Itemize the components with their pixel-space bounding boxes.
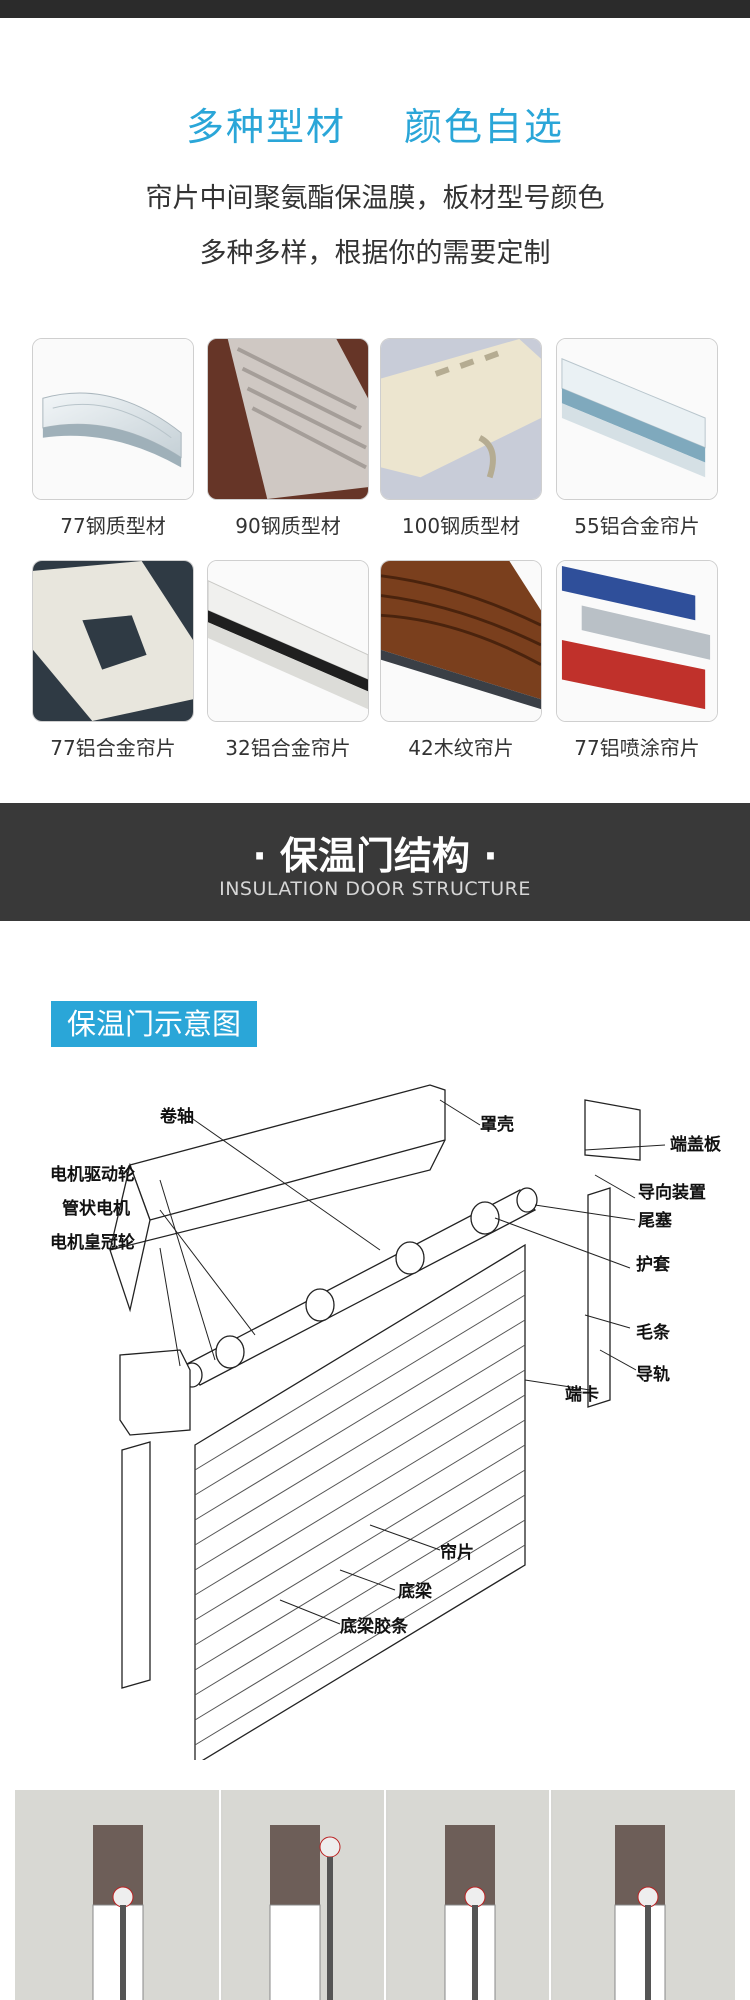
part-weisai: 尾塞: [638, 1210, 673, 1231]
white-alu-slat-icon: [556, 338, 718, 500]
part-juanzhou: 卷轴: [159, 1106, 194, 1127]
material-card[interactable]: 32铝合金帘片: [207, 560, 369, 761]
diagram-label: 保温门示意图: [51, 1001, 257, 1047]
section-title: · 保温门结构 ·: [252, 834, 498, 878]
white-steel-profile-icon: [32, 338, 194, 500]
part-hutao: 护套: [636, 1254, 671, 1275]
material-label: 100钢质型材: [401, 514, 521, 538]
material-card[interactable]: 100钢质型材: [380, 338, 542, 539]
install-panel: [15, 1790, 221, 2000]
headline-left: 多种型材: [185, 105, 346, 149]
install-panel: [553, 1790, 735, 2000]
structure-diagram: 卷轴 罩壳 端盖板 电机驱动轮 导向装置 管状电机 尾塞 电机皇冠轮 护套 毛条…: [40, 1070, 740, 1760]
hero-headline: 多种型材 颜色自选: [0, 96, 750, 151]
install-panel: [223, 1790, 386, 2000]
material-label: 32铝合金帘片: [225, 736, 351, 760]
part-diliang: 底梁: [398, 1581, 433, 1602]
material-card[interactable]: 77钢质型材: [32, 338, 194, 539]
part-daogui: 导轨: [636, 1364, 670, 1385]
material-card[interactable]: 77铝合金帘片: [32, 560, 194, 761]
section-subtitle: INSULATION DOOR STRUCTURE: [219, 878, 531, 900]
colored-coated-slats-icon: [556, 560, 718, 722]
top-bar: [0, 0, 750, 18]
install-illustration-icon: [444, 1825, 496, 2000]
woodgrain-slat-icon: [380, 560, 542, 722]
installation-strip: [15, 1790, 735, 2000]
part-dianji-qudong: 电机驱动轮: [50, 1164, 135, 1185]
hero-desc-line1: 帘片中间聚氨酯保温膜，板材型号颜色: [145, 183, 605, 214]
part-daoxiang: 导向装置: [638, 1182, 706, 1203]
part-duanka: 端卡: [565, 1384, 599, 1405]
part-dianji-huangguan: 电机皇冠轮: [50, 1232, 135, 1253]
cream-perforated-profile-icon: [380, 338, 542, 500]
material-label: 77铝合金帘片: [50, 736, 176, 760]
material-label: 77铝喷涂帘片: [574, 736, 700, 760]
hero-desc-line2: 多种多样，根据你的需要定制: [199, 238, 551, 269]
install-illustration-icon: [614, 1825, 666, 2000]
headline-right: 颜色自选: [404, 105, 565, 149]
part-maotiao: 毛条: [636, 1322, 671, 1343]
material-card[interactable]: 42木纹帘片: [380, 560, 542, 761]
material-card[interactable]: 90钢质型材: [207, 338, 369, 539]
material-card[interactable]: 55铝合金帘片: [556, 338, 718, 539]
install-illustration-icon: [92, 1825, 144, 2000]
part-diliang-jiaotiao: 底梁胶条: [340, 1616, 409, 1637]
part-zhaoke: 罩壳: [480, 1114, 514, 1135]
window-cutout-slat-icon: [32, 560, 194, 722]
install-panel: [388, 1790, 551, 2000]
install-illustration-icon: [269, 1825, 341, 2000]
part-guanzhuang: 管状电机: [62, 1198, 130, 1219]
material-label: 90钢质型材: [235, 514, 341, 538]
material-label: 55铝合金帘片: [574, 514, 700, 538]
structure-diagram-svg: 卷轴 罩壳 端盖板 电机驱动轮 导向装置 管状电机 尾塞 电机皇冠轮 护套 毛条…: [50, 1084, 722, 1760]
material-label: 42木纹帘片: [408, 736, 514, 760]
section-banner: · 保温门结构 · INSULATION DOOR STRUCTURE: [0, 803, 750, 921]
part-duangaiban: 端盖板: [670, 1134, 722, 1155]
silver-profile-on-wood-icon: [207, 338, 369, 500]
material-label: 77钢质型材: [60, 514, 166, 538]
thin-alu-slat-icon: [207, 560, 369, 722]
part-lianpian: 帘片: [440, 1542, 474, 1563]
material-card[interactable]: 77铝喷涂帘片: [556, 560, 718, 761]
